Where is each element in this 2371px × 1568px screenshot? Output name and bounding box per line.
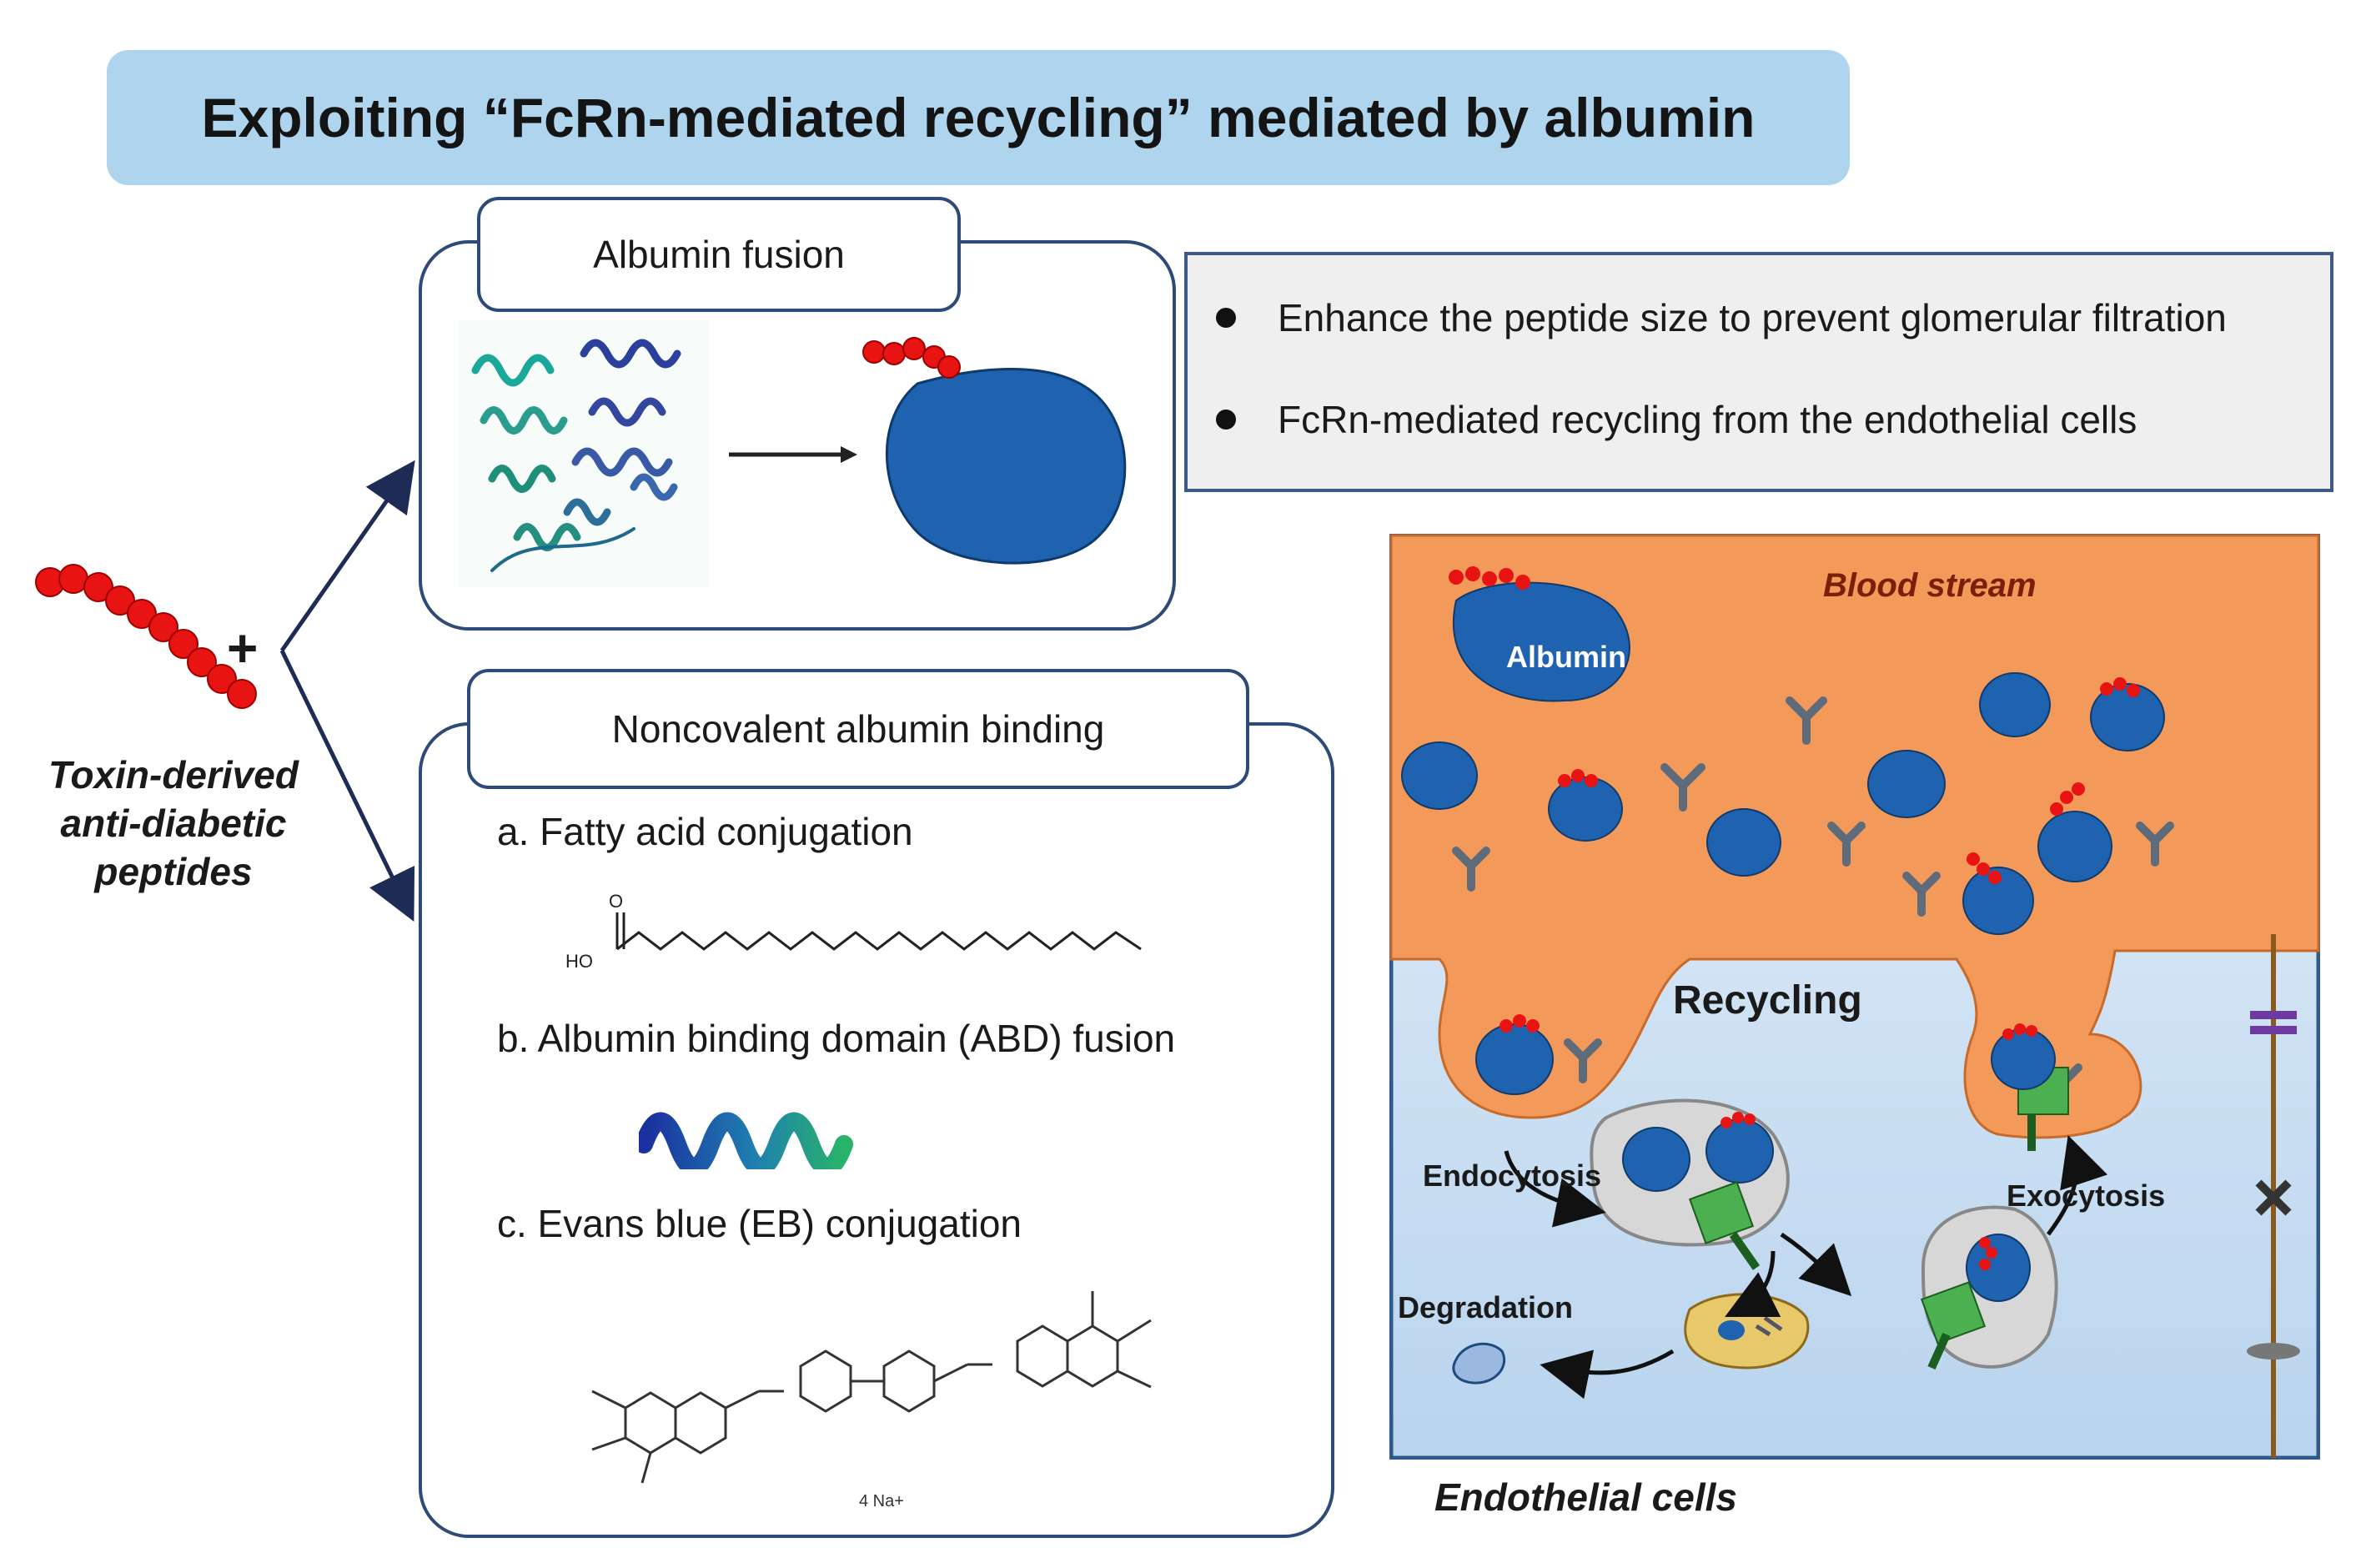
albumin-fusion-title-text: Albumin fusion [593, 233, 845, 276]
peptide-chain-icon [35, 564, 257, 709]
page-title: Exploiting “FcRn-mediated recycling” med… [201, 87, 1756, 148]
bullet-icon [1216, 308, 1236, 328]
evans-blue-label: c. Evans blue (EB) conjugation [497, 1202, 1022, 1245]
albumin-fusion-title: Albumin fusion [477, 197, 961, 312]
fatty-acid-label: a. Fatty acid conjugation [497, 810, 913, 853]
fatty-acid-oxygen: O [609, 891, 623, 912]
recycling-diagram: Blood stream Albumin Recycling Endocytos… [1389, 534, 2320, 1460]
albumin-peptide-fusion-icon [862, 337, 1127, 565]
evans-blue-structure: 4 Na+ [591, 1291, 1152, 1510]
bullet-icon [1216, 410, 1236, 430]
albumin-large [1452, 581, 1630, 702]
evans-blue-counterion: 4 Na+ [859, 1492, 904, 1510]
info-box: Enhance the peptide size to prevent glom… [1184, 252, 2333, 492]
info-bullet-text: Enhance the peptide size to prevent glom… [1278, 296, 2227, 339]
peptide-label: Toxin-derived anti-diabetic peptides [48, 753, 299, 893]
recycling-label: Recycling [1673, 978, 1862, 1023]
title-banner: Exploiting “FcRn-mediated recycling” med… [107, 50, 1850, 185]
fatty-acid-structure: O HO [565, 891, 1142, 972]
albumin-ribbon-structure-icon [459, 320, 709, 587]
info-bullet-text: FcRn-mediated recycling from the endothe… [1278, 398, 2137, 441]
plus-sign: + [227, 618, 259, 678]
fusion-arrow [729, 446, 857, 463]
degradation-label: Degradation [1398, 1290, 1573, 1324]
noncovalent-binding-title: Noncovalent albumin binding [467, 669, 1249, 789]
abd-fusion-label: b. Albumin binding domain (ABD) fusion [497, 1017, 1176, 1060]
fatty-acid-hydroxyl: HO [565, 951, 593, 972]
noncovalent-binding-title-text: Noncovalent albumin binding [611, 707, 1105, 751]
exocytosis-label: Exocytosis [2007, 1179, 2165, 1213]
endocytosis-label: Endocytosis [1423, 1158, 1601, 1193]
albumin-label: Albumin [1506, 640, 1626, 674]
info-bullet-1: Enhance the peptide size to prevent glom… [1188, 295, 2227, 340]
endothelial-cells-caption: Endothelial cells [1434, 1475, 1737, 1519]
info-bullet-2: FcRn-mediated recycling from the endothe… [1188, 397, 2137, 442]
blood-stream-label: Blood stream [1823, 567, 2037, 604]
branch-arrows [279, 460, 415, 922]
abd-helix-icon [639, 1112, 853, 1169]
noncovalent-binding-panel [419, 722, 1334, 1538]
